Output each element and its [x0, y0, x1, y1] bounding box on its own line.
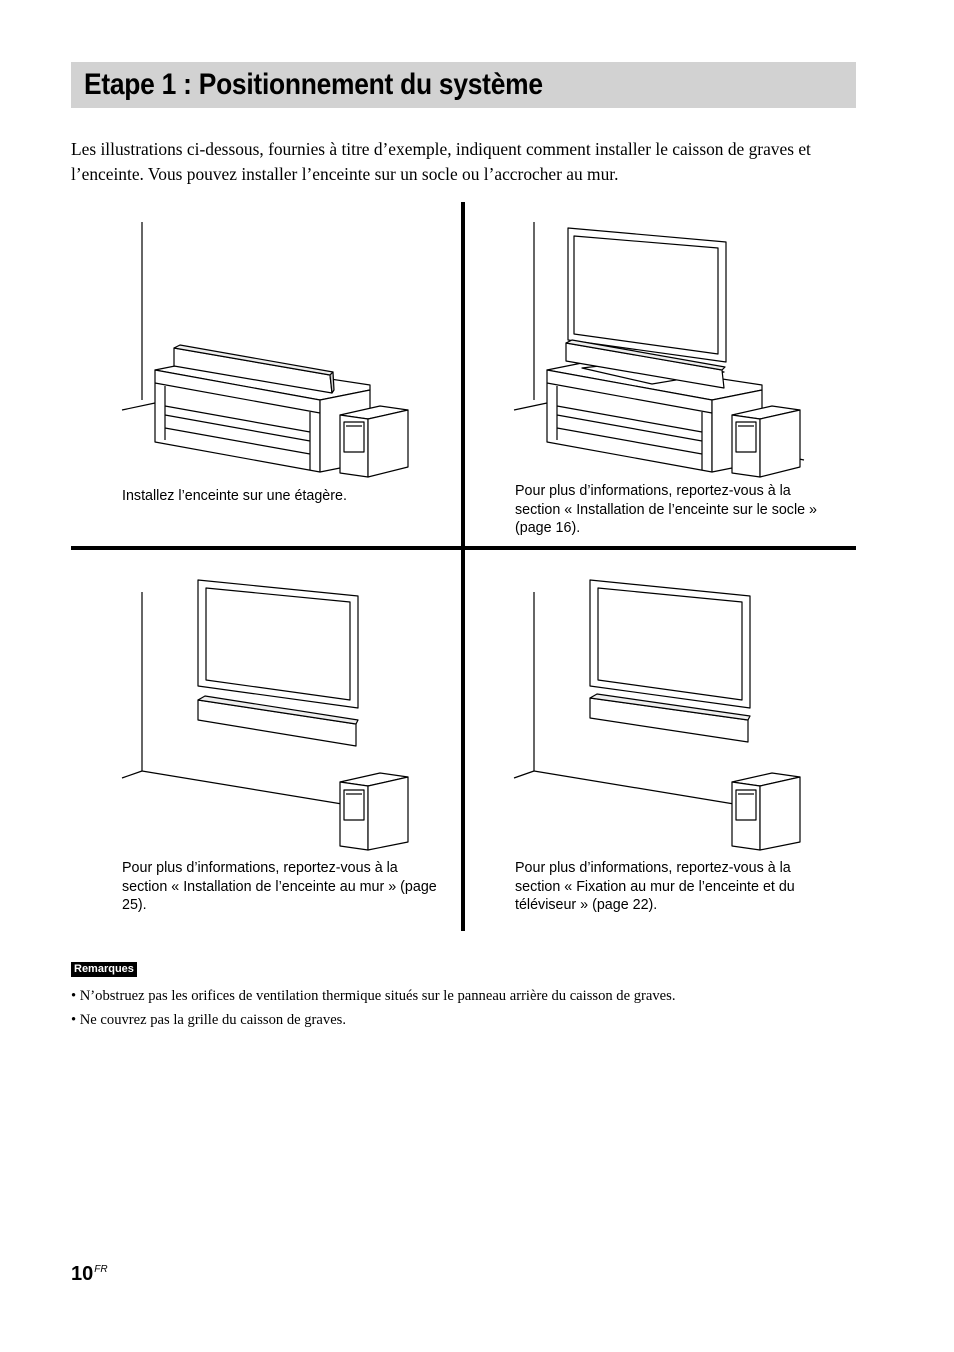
language-code: FR	[94, 1264, 108, 1275]
stand-illustration	[513, 222, 805, 478]
page-number: 10FR	[71, 1258, 108, 1286]
shelf-illustration	[121, 222, 409, 478]
note-item: • N’obstruez pas les orifices de ventila…	[71, 988, 676, 1004]
page-title: Etape 1 : Positionnement du système	[84, 68, 543, 101]
panel-stand-caption: Pour plus d’informations, reportez-vous …	[515, 483, 818, 536]
panel-shelf-caption: Installez l’enceinte sur une étagère.	[122, 488, 347, 504]
grid-divider-horizontal	[71, 546, 856, 550]
panel-stand	[502, 210, 842, 540]
title-bar	[71, 62, 856, 108]
intro-paragraph: Les illustrations ci-dessous, fournies à…	[71, 139, 811, 184]
wall-tv-illustration	[513, 579, 801, 851]
panel-shelf	[110, 210, 450, 540]
notes-list: • N’obstruez pas les orifices de ventila…	[71, 984, 871, 1032]
note-item: • Ne couvrez pas la grille du caisson de…	[71, 1012, 346, 1028]
page-number-value: 10	[71, 1263, 94, 1285]
panel-wall-speaker	[110, 566, 450, 866]
panel-wall-speaker-caption: Pour plus d’informations, reportez-vous …	[122, 860, 437, 913]
panel-wall-tv-caption: Pour plus d’informations, reportez-vous …	[515, 860, 795, 913]
grid-divider-vertical	[461, 202, 465, 931]
notes-label: Remarques	[71, 962, 137, 977]
wall-speaker-illustration	[121, 579, 409, 851]
panel-wall-tv	[502, 566, 842, 866]
